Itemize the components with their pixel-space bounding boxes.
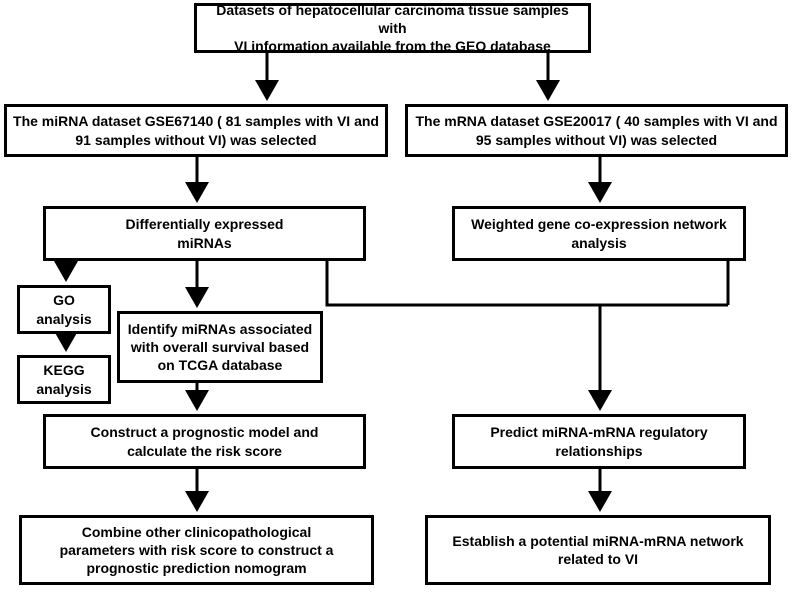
prognostic-line-2: calculate the risk score bbox=[127, 442, 282, 459]
connector-de-mirna-merge bbox=[325, 261, 600, 307]
mirna-dataset-line-2: 91 samples without VI) was selected bbox=[75, 131, 317, 148]
geo-datasets-box: Datasets of hepatocellular carcinoma tis… bbox=[194, 1, 591, 55]
kegg-analysis-box: KEGG analysis bbox=[17, 355, 111, 404]
establish-line-1: Establish a potential miRNA-mRNA network bbox=[452, 532, 744, 549]
go-analysis-box: GO analysis bbox=[17, 285, 111, 334]
prognostic-model-box: Construct a prognostic model and calcula… bbox=[43, 414, 366, 469]
differentially-expressed-mirnas-box: Differentially expressed miRNAs bbox=[43, 206, 366, 261]
identify-line-1: Identify miRNAs associated bbox=[127, 320, 313, 337]
identify-line-2: with overall survival based bbox=[130, 338, 310, 355]
go-line-1: GO bbox=[53, 292, 75, 309]
mirna-mrna-network-box: Establish a potential miRNA-mRNA network… bbox=[425, 515, 771, 585]
kegg-line-2: analysis bbox=[36, 380, 92, 397]
de-mirna-line-2: miRNAs bbox=[177, 234, 232, 251]
go-line-2: analysis bbox=[36, 310, 92, 327]
identify-mirnas-box: Identify miRNAs associated with overall … bbox=[117, 311, 323, 383]
wgcna-box: Weighted gene co-expression network anal… bbox=[452, 206, 746, 261]
kegg-line-1: KEGG bbox=[43, 362, 85, 379]
mrna-dataset-box: The mRNA dataset GSE20017 ( 40 samples w… bbox=[405, 104, 788, 157]
identify-line-3: on TCGA database bbox=[157, 357, 283, 374]
mrna-dataset-line-1: The mRNA dataset GSE20017 ( 40 samples w… bbox=[415, 113, 778, 130]
combine-line-3: prognostic prediction nomogram bbox=[86, 560, 307, 577]
nomogram-box: Combine other clinicopathological parame… bbox=[19, 515, 374, 585]
mirna-dataset-box: The miRNA dataset GSE67140 ( 81 samples … bbox=[4, 104, 388, 157]
predict-line-1: Predict miRNA-mRNA regulatory bbox=[490, 424, 708, 441]
combine-line-1: Combine other clinicopathological bbox=[81, 523, 312, 540]
wgcna-line-2: analysis bbox=[571, 234, 627, 251]
wgcna-line-1: Weighted gene co-expression network bbox=[471, 216, 727, 233]
predict-relationships-box: Predict miRNA-mRNA regulatory relationsh… bbox=[452, 414, 746, 469]
geo-datasets-line-2: VI information available from the GEO da… bbox=[234, 38, 551, 55]
geo-datasets-line-1: Datasets of hepatocellular carcinoma tis… bbox=[216, 1, 569, 36]
de-mirna-line-1: Differentially expressed bbox=[125, 216, 284, 233]
mrna-dataset-line-2: 95 samples without VI) was selected bbox=[475, 131, 718, 148]
combine-line-2: parameters with risk score to construct … bbox=[59, 541, 334, 558]
establish-line-2: related to VI bbox=[557, 551, 639, 567]
predict-line-2: relationships bbox=[555, 442, 643, 459]
prognostic-line-1: Construct a prognostic model and bbox=[90, 424, 319, 441]
mirna-dataset-line-1: The miRNA dataset GSE67140 ( 81 samples … bbox=[13, 113, 379, 130]
